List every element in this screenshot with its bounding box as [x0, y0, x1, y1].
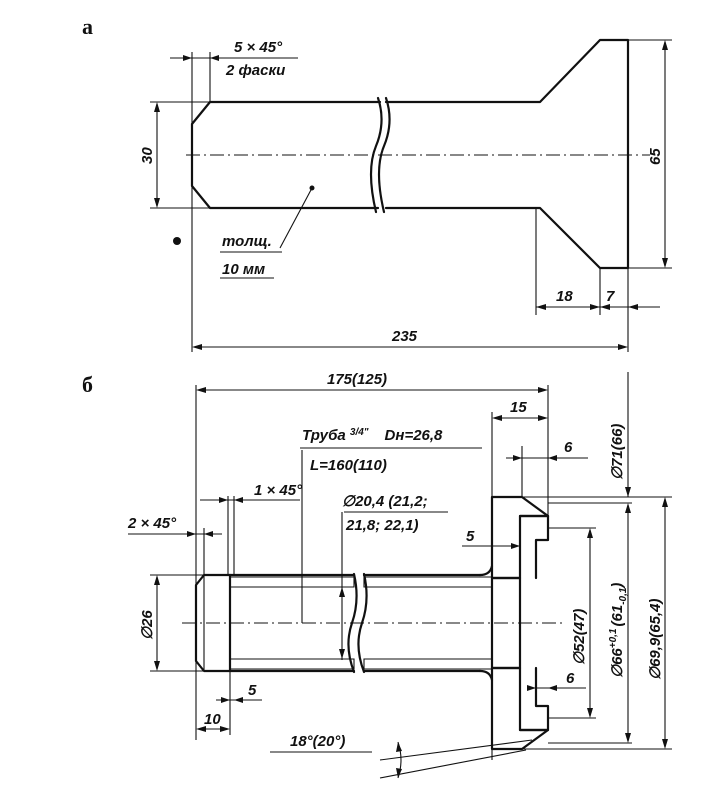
arrow: [204, 531, 213, 537]
arrow: [662, 739, 668, 749]
flange-step-top: [518, 514, 550, 580]
arrow: [492, 415, 502, 421]
pipe-wall-top-left: [229, 576, 355, 588]
dim-6-bottom-label: 6: [566, 670, 575, 687]
dia-66-label: ∅66+0,1(61-0,1): [608, 583, 629, 678]
arrow: [587, 708, 593, 718]
arrow: [625, 487, 631, 497]
arrow: [628, 304, 638, 310]
dim-5-top-label: 5: [466, 528, 475, 545]
chamfer-size-label: 5 × 45°: [234, 39, 283, 56]
arrow: [511, 543, 520, 549]
arrow: [538, 387, 548, 393]
panel-b: б 175(125): [82, 371, 672, 779]
arrow: [154, 102, 160, 112]
arrow: [396, 768, 402, 778]
arrow: [587, 528, 593, 538]
arrow: [527, 685, 536, 691]
arrow: [618, 344, 628, 350]
panel-b-label: б: [82, 372, 93, 397]
arrow: [538, 415, 548, 421]
height-65-label: 65: [647, 148, 664, 165]
dim-6-top-label: 6: [564, 439, 573, 456]
pipe-wall-bottom-left: [229, 658, 355, 670]
flange-step-bottom: [518, 666, 550, 732]
pipe-label: Труба 3/4"Dн=26,8: [302, 427, 443, 444]
break-line-right: [377, 96, 391, 214]
ink-spot: [173, 237, 181, 245]
chamfer-1-label: 1 × 45°: [254, 482, 303, 499]
dia-26-label: ∅26: [139, 610, 156, 640]
arrow: [210, 55, 219, 61]
chamfer-note-label: 2 фаски: [225, 62, 285, 79]
panel-a: а 5 × 45° 2 фаски 30 65 толщ.: [82, 14, 672, 352]
arrow: [536, 304, 546, 310]
arrow: [662, 258, 668, 268]
panel-a-label: а: [82, 14, 93, 39]
arrow: [219, 497, 228, 503]
thickness-label: толщ.: [222, 233, 272, 250]
arrow: [339, 587, 345, 597]
arrow: [339, 649, 345, 659]
flange-section-bottom: [490, 666, 550, 751]
flange-width-label: 15: [510, 399, 527, 416]
arrow: [625, 733, 631, 743]
weld-bottom: [478, 669, 494, 682]
thickness-leader: [279, 187, 313, 249]
total-length-b-label: 175(125): [327, 371, 387, 388]
arrow: [154, 661, 160, 671]
dim-18-label: 18: [556, 288, 573, 305]
arrow: [548, 455, 557, 461]
arrow: [513, 455, 522, 461]
flange-section-top: [490, 495, 550, 580]
height-30-label: 30: [139, 147, 156, 164]
arrow: [154, 575, 160, 585]
arrow: [192, 344, 202, 350]
arrow: [221, 697, 230, 703]
arrow: [154, 198, 160, 208]
pipe-wall-bottom-right: [363, 658, 493, 670]
arrow: [196, 726, 206, 732]
dia-52-label: ∅52(47): [571, 609, 588, 665]
arrow: [234, 697, 243, 703]
break-line-left: [369, 96, 383, 214]
arrow: [625, 503, 631, 513]
pipe-wall-top-right: [363, 576, 493, 588]
angle-leg-lower: [379, 749, 527, 779]
dim-10-label: 10: [204, 711, 221, 728]
arrow: [396, 742, 402, 752]
total-length-label: 235: [391, 328, 418, 345]
arrow: [183, 55, 192, 61]
dia-69-label: ∅69,9(65,4): [647, 599, 664, 680]
arrow: [662, 497, 668, 507]
arrow: [548, 685, 557, 691]
weld-top: [478, 564, 494, 577]
bore-line-2: 21,8; 22,1): [345, 517, 419, 534]
pipe-length-label: L=160(110): [310, 457, 387, 474]
arrow: [662, 40, 668, 50]
dim-5-bottom-label: 5: [248, 682, 257, 699]
flange-web: [490, 576, 522, 670]
bore-line-1: ∅20,4 (21,2;: [342, 493, 428, 510]
thickness-value: 10 мм: [222, 261, 265, 278]
dim-7-label: 7: [606, 288, 615, 305]
angle-label: 18°(20°): [290, 733, 345, 750]
angle-leg-upper: [379, 739, 533, 761]
arrow: [196, 387, 206, 393]
arrow: [590, 304, 600, 310]
arrow: [600, 304, 610, 310]
arrow: [234, 497, 243, 503]
arrow: [187, 531, 196, 537]
chamfer-2-label: 2 × 45°: [127, 515, 177, 532]
arrow: [220, 726, 230, 732]
dia-71-label: ∅71(66): [609, 424, 626, 480]
